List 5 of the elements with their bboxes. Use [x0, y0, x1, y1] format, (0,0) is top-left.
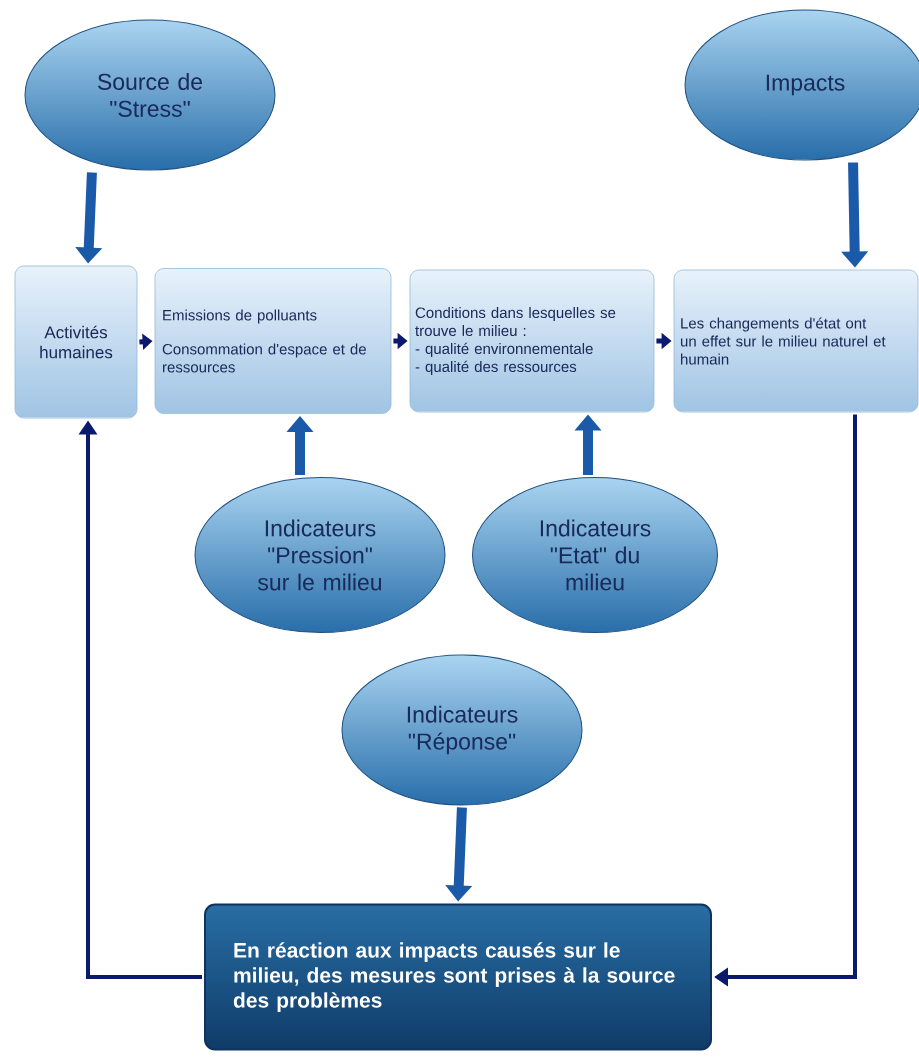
process-box: Activités humaines — [14, 265, 138, 419]
process-box: Les changements d'état ont un effet sur le milieu naturel et humain — [673, 269, 919, 413]
response-box: En réaction aux impacts causés sur le milieu, des mesures sont prises à la source des problèmes — [204, 903, 712, 1051]
process-box: Conditions dans lesquelles se trouve le milieu : - qualité environnementale - qualité des ressources — [409, 269, 655, 413]
process-box: Emissions de polluants Consommation d'espace et de ressources — [154, 268, 392, 414]
